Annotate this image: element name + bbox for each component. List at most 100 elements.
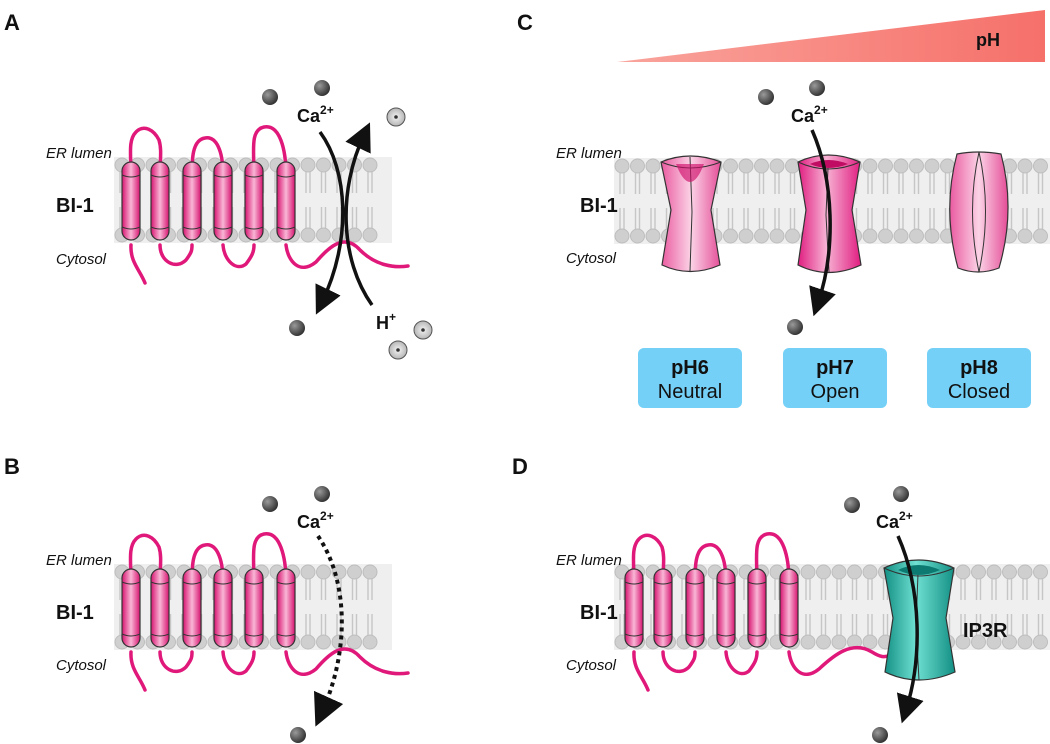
lipid-tail	[867, 579, 873, 635]
helix-edge	[685, 633, 705, 637]
helix-edge	[276, 226, 296, 230]
helices-b	[121, 568, 296, 648]
helix-edge	[182, 226, 202, 230]
lipid-head	[723, 228, 738, 244]
ip3r-channel	[883, 559, 956, 681]
lipid-tail	[1022, 579, 1028, 635]
lipid-head	[300, 564, 316, 580]
state-subtitle: Neutral	[658, 381, 722, 403]
ca-ion	[844, 497, 860, 513]
ca-label-c: Ca2+	[791, 103, 828, 126]
er-lumen-label-a: ER lumen	[46, 145, 112, 162]
bi1-helix	[182, 161, 202, 241]
helix-edge	[182, 633, 202, 637]
lipid-tail	[367, 172, 373, 228]
lipid-tail	[789, 173, 796, 229]
lipid-tail	[305, 172, 311, 228]
bi1-channel-ph8	[949, 151, 1009, 273]
bi1-helix	[182, 568, 202, 648]
helix-edge	[653, 633, 673, 637]
bi1-label-d: BI-1	[580, 602, 618, 624]
lipid-head	[300, 634, 316, 650]
bi1-helix	[213, 568, 233, 648]
ca-ion	[262, 89, 278, 105]
cytosol-label-a: Cytosol	[56, 251, 107, 268]
lipid-head	[847, 564, 862, 580]
ph-gradient-ramp	[617, 10, 1045, 62]
helix-edge	[244, 633, 264, 637]
lipid-tail	[619, 173, 625, 229]
ca-ion	[314, 486, 330, 502]
lipid-head	[362, 564, 378, 580]
helix-edge	[150, 174, 170, 178]
lipid-tail	[1006, 173, 1013, 229]
ca-label-d: Ca2+	[876, 509, 913, 532]
ph-gradient-label: pH	[976, 30, 1000, 50]
lipid-tail	[867, 173, 873, 229]
lipid-tail	[367, 579, 373, 635]
lipid-head	[630, 228, 645, 244]
helix-edge	[779, 581, 799, 585]
bi1-helix	[779, 568, 799, 648]
lipid-tail	[758, 173, 765, 229]
lipid-tail	[851, 579, 858, 635]
panel-a: A ER lumen BI-1 Cytosol Ca2+ H+	[4, 10, 433, 360]
lipid-head	[971, 564, 986, 580]
bi1-helix	[150, 568, 170, 648]
lipid-tail	[727, 173, 734, 229]
ca-arrow-dashed-b	[313, 534, 344, 727]
cytosol-label-d: Cytosol	[566, 657, 617, 674]
h-label-a: H+	[376, 310, 396, 333]
panel-letter-a: A	[4, 10, 20, 35]
lipid-tail	[1006, 579, 1013, 635]
lipid-head	[769, 228, 785, 244]
lipid-head	[955, 564, 971, 580]
lipid-head	[738, 158, 754, 174]
bi1-helix	[685, 568, 705, 648]
lipid-head	[300, 157, 316, 173]
bi1-label-c: BI-1	[580, 195, 618, 217]
lipid-tail	[944, 173, 951, 229]
bi1-helix	[624, 568, 644, 648]
ca-ion	[289, 320, 305, 336]
lipid-head	[347, 634, 362, 650]
bi1-label-b: BI-1	[56, 602, 94, 624]
lipid-tail	[305, 579, 311, 635]
helix-edge	[121, 226, 141, 230]
lipid-head	[316, 227, 331, 243]
lipid-head	[862, 634, 878, 650]
panel-c: C pH ER lumen BI-1 Cytosol	[517, 10, 1050, 408]
lipid-tail	[975, 579, 982, 635]
helix-edge	[182, 581, 202, 585]
lipid-tail	[351, 579, 358, 635]
lipid-head	[316, 157, 331, 173]
helix-edge	[244, 174, 264, 178]
lipid-tail	[774, 579, 780, 635]
panel-letter-d: D	[512, 454, 528, 479]
ca-arrow-d	[896, 535, 924, 724]
lipid-head	[614, 158, 630, 174]
lipid-head	[1002, 634, 1017, 650]
state-box-ph8: pH8 Closed	[927, 348, 1031, 408]
lipid-head	[785, 158, 800, 174]
helix-edge	[244, 226, 264, 230]
ca-ion	[809, 80, 825, 96]
bi1-helix	[213, 161, 233, 241]
lipid-head	[878, 158, 893, 174]
lipid-head	[754, 228, 769, 244]
lipid-head	[924, 228, 940, 244]
lipid-tail	[898, 173, 904, 229]
lipid-head	[1033, 564, 1048, 580]
ca-ion	[787, 319, 803, 335]
panel-d: D ER lumen BI-1 Cytosol IP3R Ca2+	[512, 454, 1050, 743]
state-subtitle: Closed	[948, 381, 1010, 403]
bi1-protein-d	[631, 532, 892, 692]
lipid-head	[362, 227, 378, 243]
bi1-helix	[244, 161, 264, 241]
helix-edge	[624, 581, 644, 585]
lipid-head	[1033, 228, 1048, 244]
lipid-head	[816, 634, 831, 650]
ca-label-a: Ca2+	[297, 103, 334, 126]
cytosol-label-c: Cytosol	[566, 250, 617, 267]
bi1-channel-ph6	[660, 155, 722, 273]
